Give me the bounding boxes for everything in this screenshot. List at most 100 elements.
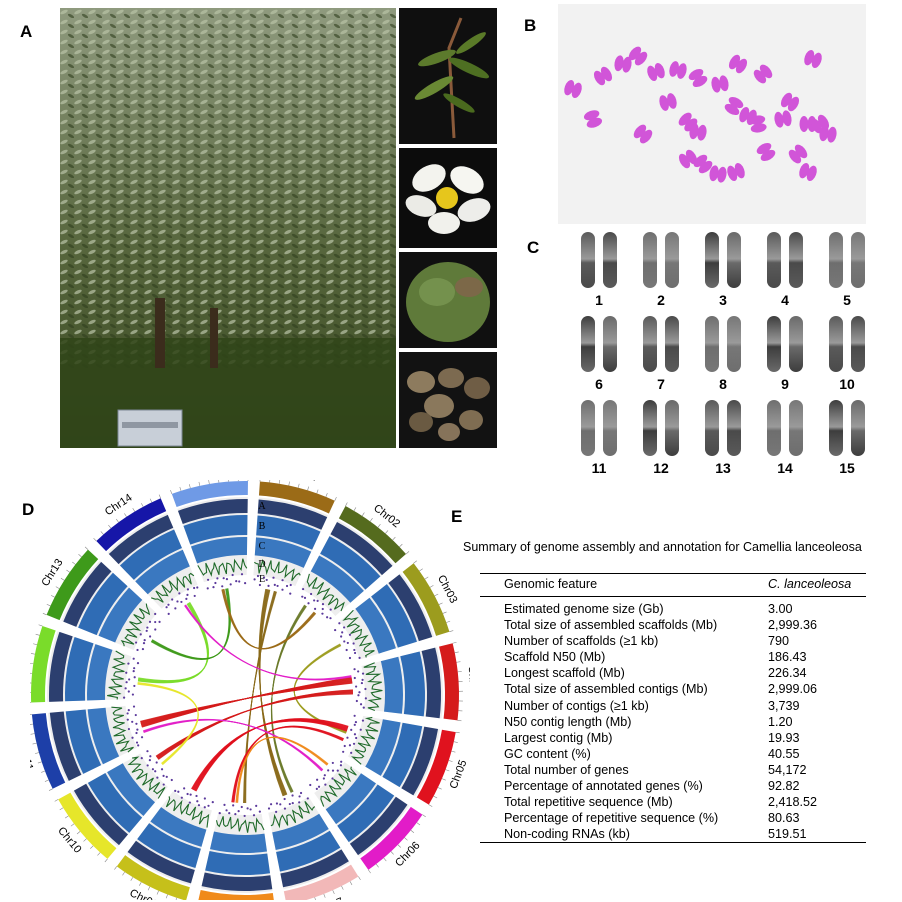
track-e-point [171, 598, 174, 601]
metaphase-chromosome [669, 61, 687, 79]
panel-label-b: B [524, 16, 537, 35]
synteny-link [156, 692, 353, 758]
track-e-point [359, 703, 363, 706]
track-e-point [353, 714, 356, 717]
chromosome-band [198, 890, 274, 900]
track-e-point [276, 584, 279, 588]
track-e-point [162, 774, 165, 777]
feature-cell: Non-coding RNAs (kb) [504, 827, 630, 842]
track-e-point [240, 805, 243, 809]
chromosome-band [58, 792, 117, 859]
track-e-point [131, 720, 134, 723]
track-e-point [361, 672, 365, 675]
track-e-point [336, 769, 339, 772]
track-e-point [136, 648, 139, 652]
track-e-point [237, 810, 240, 813]
track-e-point [146, 750, 149, 753]
panel-label-e: E [451, 507, 463, 526]
chromosome [789, 400, 803, 456]
track-e-point [135, 741, 139, 744]
track-e-point [131, 693, 134, 696]
chromosome-pair-number: 9 [781, 376, 789, 392]
track-e-point [324, 783, 327, 786]
track-e-point [309, 783, 312, 787]
track-e-point [322, 777, 325, 780]
track-e-point [343, 626, 346, 629]
track-a [127, 840, 195, 884]
track-e-point [156, 776, 159, 779]
track-e-point [288, 802, 291, 806]
feature-cell: Number of scaffolds (≥1 kb) [504, 634, 659, 649]
track-e-point [364, 687, 367, 691]
track-e-point [348, 744, 352, 747]
chromosome-band [96, 498, 167, 552]
metaphase-chromosome [728, 54, 748, 74]
track-e-point [342, 750, 345, 753]
chromosome-band [31, 713, 66, 789]
track-e-point [225, 578, 229, 581]
track-e-point [301, 595, 304, 598]
chromosome-pair-number: 15 [839, 460, 855, 476]
metaphase-chromosome [564, 79, 582, 99]
metaphase-chromosome [711, 75, 729, 93]
track-e-point [186, 593, 189, 596]
synteny-link [152, 588, 232, 659]
panel-label-d: D [22, 500, 35, 519]
feature-cell: Largest contig (Mb) [504, 730, 613, 745]
track-e-point [244, 582, 247, 585]
chromosome [829, 316, 843, 372]
feature-cell: Scaffold N50 (Mb) [504, 650, 606, 665]
value-cell: 1.20 [768, 714, 793, 729]
track-e-point [188, 801, 191, 804]
chromosome [643, 316, 657, 372]
chromosome-label: Chr07 [313, 896, 345, 900]
synteny-link [137, 681, 199, 764]
value-cell: 519.51 [768, 827, 807, 842]
metaphase-chromosome [756, 142, 776, 162]
synteny-link [223, 589, 316, 650]
synteny-link [223, 588, 317, 650]
track-e-point [275, 810, 278, 813]
track-e-point [289, 583, 292, 587]
track-d [363, 662, 383, 712]
track-d [111, 706, 134, 753]
track-e-point [207, 804, 210, 807]
track-e-point [360, 681, 364, 685]
track-e-point [183, 787, 186, 790]
track-e-point [193, 586, 196, 590]
track-e-point [195, 794, 198, 798]
track-d [127, 756, 166, 799]
track-e-point [279, 803, 282, 806]
track-e-point [267, 807, 271, 810]
track-d [254, 558, 301, 581]
chromosome [705, 232, 719, 288]
synteny-link [243, 591, 277, 803]
track-d [197, 558, 248, 577]
track-c [209, 831, 267, 853]
track-e-point [249, 808, 252, 811]
metaphase-chromosome [799, 162, 817, 182]
feature-cell: Percentage of repetitive sequence (%) [504, 811, 719, 826]
track-b [256, 515, 321, 550]
track-e-point [229, 583, 232, 586]
track-a [49, 711, 82, 781]
track-e-point [334, 628, 337, 632]
track-c [365, 719, 401, 776]
track-e-point [355, 699, 358, 703]
track-b [337, 784, 395, 843]
chromosome [603, 316, 617, 372]
chromosome-band [283, 864, 359, 900]
track-e-point [132, 670, 135, 673]
track-e-point [174, 789, 177, 792]
track-e-point [186, 792, 189, 796]
track-e-point [317, 785, 321, 788]
table-title: Summary of genome assembly and annotatio… [463, 540, 862, 554]
track-e-point [222, 577, 225, 580]
track-e-point [299, 791, 303, 795]
track-c [254, 537, 312, 568]
value-cell: 54,172 [768, 762, 807, 777]
track-c [325, 773, 376, 825]
track-e-point [313, 607, 317, 610]
chromosome-pair-number: 6 [595, 376, 603, 392]
flower-photo [399, 148, 497, 248]
